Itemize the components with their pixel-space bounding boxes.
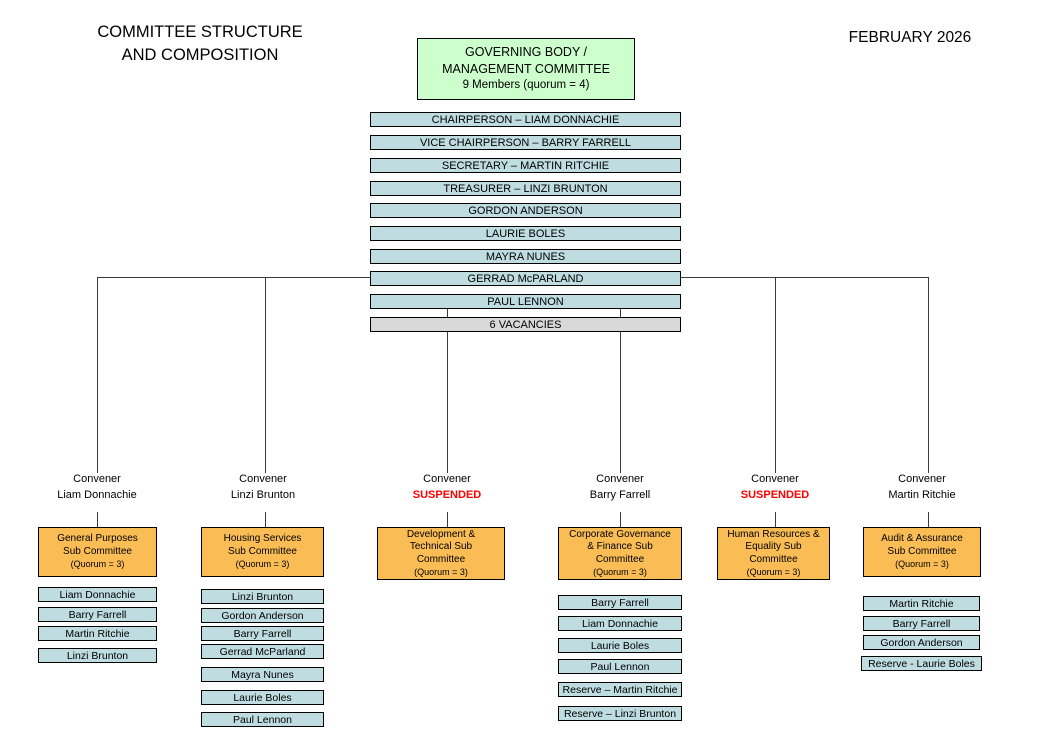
subcommittee-box-human-resources-equality: Human Resources & Equality Sub Committee… xyxy=(717,527,830,580)
subcommittee-member-row: Barry Farrell xyxy=(201,626,324,641)
subcommittee-member-row: Martin Ritchie xyxy=(863,596,980,611)
subcommittee-box-development-technical: Development & Technical Sub Committee (Q… xyxy=(377,527,505,580)
vacancies-row: 6 VACANCIES xyxy=(370,317,681,332)
board-member-row: GERRAD McPARLAND xyxy=(370,271,681,286)
subcommittee-title-line: Sub Committee xyxy=(228,545,297,557)
board-member-row: LAURIE BOLES xyxy=(370,226,681,241)
connector-drop-col4 xyxy=(620,309,621,473)
subcommittee-title-line: Sub Committee xyxy=(63,545,132,557)
convener-name: Martin Ritchie xyxy=(888,488,956,501)
subcommittee-member-row: Paul Lennon xyxy=(558,659,682,674)
connector-drop-col3 xyxy=(447,309,448,473)
subcommittee-title-line: Corporate Governance xyxy=(569,528,671,540)
connector-tick-col1 xyxy=(97,512,98,527)
subcommittee-title-line: Committee xyxy=(749,553,798,565)
governing-body-quorum-note: 9 Members (quorum = 4) xyxy=(462,79,590,92)
connector-drop-col5 xyxy=(775,277,776,473)
subcommittee-member-row: Barry Farrell xyxy=(863,616,980,631)
convener-label: Convener xyxy=(239,473,287,485)
convener-block-col4: Convener Barry Farrell xyxy=(550,472,690,503)
subcommittee-title-line: Sub Committee xyxy=(887,545,957,557)
board-member-row: SECRETARY – MARTIN RITCHIE xyxy=(370,158,681,173)
convener-label: Convener xyxy=(596,473,644,485)
connector-drop-col6 xyxy=(928,277,929,473)
connector-hline-right xyxy=(681,277,928,278)
subcommittee-box-housing-services: Housing Services Sub Committee (Quorum =… xyxy=(201,527,324,577)
subcommittee-member-row: Gordon Anderson xyxy=(863,635,980,650)
governing-body-title-line1: GOVERNING BODY / xyxy=(464,45,587,60)
connector-tick-col4 xyxy=(620,512,621,527)
subcommittee-title-line: Audit & Assurance xyxy=(881,533,963,545)
subcommittee-member-row: Linzi Brunton xyxy=(38,648,157,663)
subcommittee-member-row: Reserve – Martin Ritchie xyxy=(558,682,682,697)
subcommittee-box-corporate-governance-finance: Corporate Governance & Finance Sub Commi… xyxy=(558,527,682,580)
convener-label: Convener xyxy=(423,473,471,485)
connector-tick-col6 xyxy=(928,512,929,527)
convener-name-suspended: SUSPENDED xyxy=(412,488,482,501)
connector-hline-left xyxy=(97,277,371,278)
subcommittee-member-row: Liam Donnachie xyxy=(558,616,682,631)
connector-drop-col2 xyxy=(265,277,266,473)
subcommittee-member-row: Paul Lennon xyxy=(201,712,324,727)
quorum-label: (Quorum = 3) xyxy=(593,567,647,577)
subcommittee-member-row: Reserve – Linzi Brunton xyxy=(558,706,682,721)
convener-block-col1: Convener Liam Donnachie xyxy=(27,472,167,503)
subcommittee-member-row: Gordon Anderson xyxy=(201,608,324,623)
subcommittee-member-row: Liam Donnachie xyxy=(38,587,157,602)
subcommittee-box-audit-assurance: Audit & Assurance Sub Committee (Quorum … xyxy=(863,527,981,577)
subcommittee-member-row: Reserve - Laurie Boles xyxy=(861,656,982,671)
subcommittee-title-line: & Finance Sub xyxy=(587,541,653,552)
subcommittee-title-line: Equality Sub xyxy=(745,541,802,552)
subcommittee-title-line: General Purposes xyxy=(57,533,138,545)
convener-name: Linzi Brunton xyxy=(230,488,296,501)
convener-name: Liam Donnachie xyxy=(57,488,137,501)
subcommittee-member-row: Barry Farrell xyxy=(38,607,157,622)
page-title-line2: AND COMPOSITION xyxy=(121,46,279,64)
subcommittee-member-row: Laurie Boles xyxy=(201,690,324,705)
convener-block-col5: Convener SUSPENDED xyxy=(705,472,845,503)
subcommittee-title-line: Committee xyxy=(416,553,466,565)
subcommittee-member-row: Gerrad McParland xyxy=(201,644,324,659)
board-member-row: PAUL LENNON xyxy=(370,294,681,309)
subcommittee-title-line: Human Resources & xyxy=(727,528,820,540)
subcommittee-member-row: Laurie Boles xyxy=(558,638,682,653)
board-member-row: CHAIRPERSON – LIAM DONNACHIE xyxy=(370,112,681,127)
convener-block-col3: Convener SUSPENDED xyxy=(377,472,517,503)
subcommittee-title-line: Technical Sub xyxy=(409,541,473,552)
quorum-label: (Quorum = 3) xyxy=(746,567,801,577)
convener-name-suspended: SUSPENDED xyxy=(740,488,810,501)
convener-block-col2: Convener Linzi Brunton xyxy=(193,472,333,503)
board-member-row: GORDON ANDERSON xyxy=(370,203,681,218)
governing-body-box: GOVERNING BODY / MANAGEMENT COMMITTEE 9 … xyxy=(417,38,635,100)
date-label: FEBRUARY 2026 xyxy=(848,29,972,46)
convener-label: Convener xyxy=(898,473,946,485)
convener-name: Barry Farrell xyxy=(589,488,651,501)
subcommittee-title-line: Development & xyxy=(406,528,476,540)
quorum-label: (Quorum = 3) xyxy=(70,559,125,570)
subcommittee-member-row: Linzi Brunton xyxy=(201,589,324,604)
subcommittee-member-row: Martin Ritchie xyxy=(38,626,157,641)
quorum-label: (Quorum = 3) xyxy=(414,567,468,577)
quorum-label: (Quorum = 3) xyxy=(895,559,949,570)
page-title-line1: COMMITTEE STRUCTURE xyxy=(97,23,303,41)
subcommittee-title-line: Committee xyxy=(595,553,645,565)
board-member-row: MAYRA NUNES xyxy=(370,249,681,264)
connector-tick-col3 xyxy=(447,512,448,527)
board-member-row: VICE CHAIRPERSON – BARRY FARRELL xyxy=(370,135,681,150)
subcommittee-title-line: Housing Services xyxy=(223,533,302,545)
subcommittee-member-row: Barry Farrell xyxy=(558,595,682,610)
page-title: COMMITTEE STRUCTURE AND COMPOSITION xyxy=(40,21,360,67)
subcommittee-box-general-purposes: General Purposes Sub Committee (Quorum =… xyxy=(38,527,157,577)
convener-label: Convener xyxy=(73,473,121,485)
connector-drop-col1 xyxy=(97,277,98,473)
subcommittee-member-row: Mayra Nunes xyxy=(201,667,324,682)
connector-tick-col2 xyxy=(265,512,266,527)
quorum-label: (Quorum = 3) xyxy=(235,559,290,570)
convener-block-col6: Convener Martin Ritchie xyxy=(852,472,992,503)
board-member-row: TREASURER – LINZI BRUNTON xyxy=(370,181,681,196)
connector-tick-col5 xyxy=(775,512,776,527)
governing-body-title-line2: MANAGEMENT COMMITTEE xyxy=(442,61,610,76)
convener-label: Convener xyxy=(751,473,799,485)
